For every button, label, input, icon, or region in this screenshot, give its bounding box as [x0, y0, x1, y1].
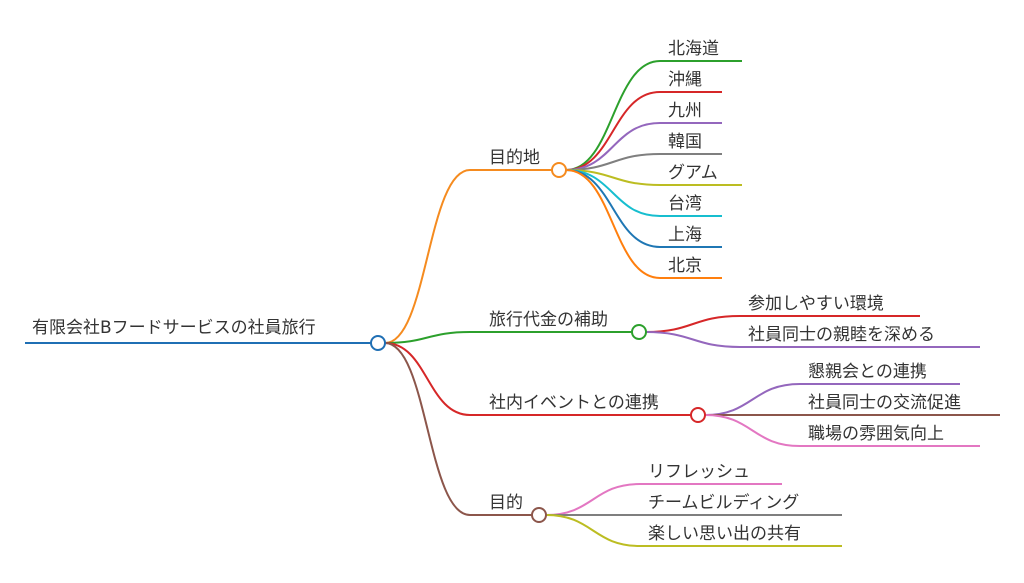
leaf-edge	[704, 383, 801, 416]
branch-label: 目的地	[489, 148, 540, 168]
leaf-edge	[704, 414, 801, 447]
branch-label: 旅行代金の補助	[489, 310, 608, 330]
leaf-label: 社員同士の親睦を深める	[748, 325, 935, 345]
leaf-edge	[565, 91, 661, 171]
leaf-node[interactable]: チームビルディング	[640, 492, 842, 516]
leaf-label: 職場の雰囲気向上	[808, 424, 944, 444]
leaf-node[interactable]: 北京	[660, 256, 722, 279]
branch-label: 社内イベントとの連携	[489, 393, 659, 413]
branch-edge	[384, 331, 471, 344]
leaf-label: 懇親会との連携	[808, 362, 927, 382]
branch-edge	[384, 169, 471, 344]
leaf-label: 社員同士の交流促進	[808, 393, 961, 413]
leaf-edge	[545, 514, 641, 547]
leaf-label: 韓国	[668, 132, 702, 152]
leaf-edge	[565, 122, 661, 171]
leaf-edge	[545, 483, 641, 516]
leaf-label: 台湾	[668, 194, 702, 214]
leaf-edge	[645, 331, 741, 348]
leaf-node[interactable]: グアム	[660, 163, 742, 186]
leaf-node[interactable]: 参加しやすい環境	[740, 294, 920, 317]
leaf-edge	[565, 153, 661, 171]
branch-edge	[384, 342, 471, 416]
leaf-edge	[565, 169, 661, 279]
leaf-label: チームビルディング	[648, 492, 799, 513]
branch-edge	[384, 342, 471, 516]
branch-node-circle[interactable]	[551, 162, 567, 178]
leaf-node[interactable]: 沖縄	[660, 70, 722, 93]
branch-node[interactable]: 旅行代金の補助	[470, 310, 647, 340]
leaf-label: 九州	[668, 101, 702, 121]
leaf-node[interactable]: 社員同士の交流促進	[800, 393, 1000, 416]
leaf-node[interactable]: 楽しい思い出の共有	[640, 524, 842, 547]
leaf-label: 北海道	[668, 39, 719, 59]
branch-node-circle[interactable]	[690, 407, 706, 423]
mindmap-edges	[384, 60, 801, 547]
leaf-label: 上海	[668, 225, 702, 245]
root-node[interactable]: 有限会社Bフードサービスの社員旅行	[25, 318, 386, 351]
branch-node[interactable]: 社内イベントとの連携	[470, 393, 706, 423]
leaf-label: 参加しやすい環境	[748, 294, 884, 314]
leaf-node[interactable]: 社員同士の親睦を深める	[740, 325, 980, 348]
leaf-label: 楽しい思い出の共有	[648, 524, 801, 544]
leaf-label: 沖縄	[668, 70, 702, 90]
leaf-node[interactable]: 北海道	[660, 39, 742, 62]
leaf-label: グアム	[668, 163, 718, 183]
branch-node[interactable]: 目的地	[470, 148, 567, 178]
leaf-node[interactable]: 上海	[660, 225, 722, 248]
leaf-edge	[565, 60, 661, 171]
leaf-node[interactable]: 懇親会との連携	[800, 362, 960, 385]
branch-label: 目的	[489, 493, 523, 513]
leaf-edge	[645, 315, 741, 333]
branch-node-circle[interactable]	[631, 324, 647, 340]
leaf-node[interactable]: 韓国	[660, 132, 722, 155]
leaf-node[interactable]: 職場の雰囲気向上	[800, 424, 980, 447]
root-node-circle[interactable]	[370, 335, 386, 351]
leaf-label: 北京	[668, 256, 702, 276]
branch-node-circle[interactable]	[531, 507, 547, 523]
branch-node[interactable]: 目的	[470, 493, 547, 523]
leaf-node[interactable]: 九州	[660, 101, 722, 124]
root-label: 有限会社Bフードサービスの社員旅行	[32, 318, 316, 338]
leaf-node[interactable]: 台湾	[660, 194, 722, 217]
leaf-edge	[565, 169, 661, 248]
leaf-label: リフレッシュ	[648, 462, 750, 482]
leaf-node[interactable]: リフレッシュ	[640, 462, 782, 485]
